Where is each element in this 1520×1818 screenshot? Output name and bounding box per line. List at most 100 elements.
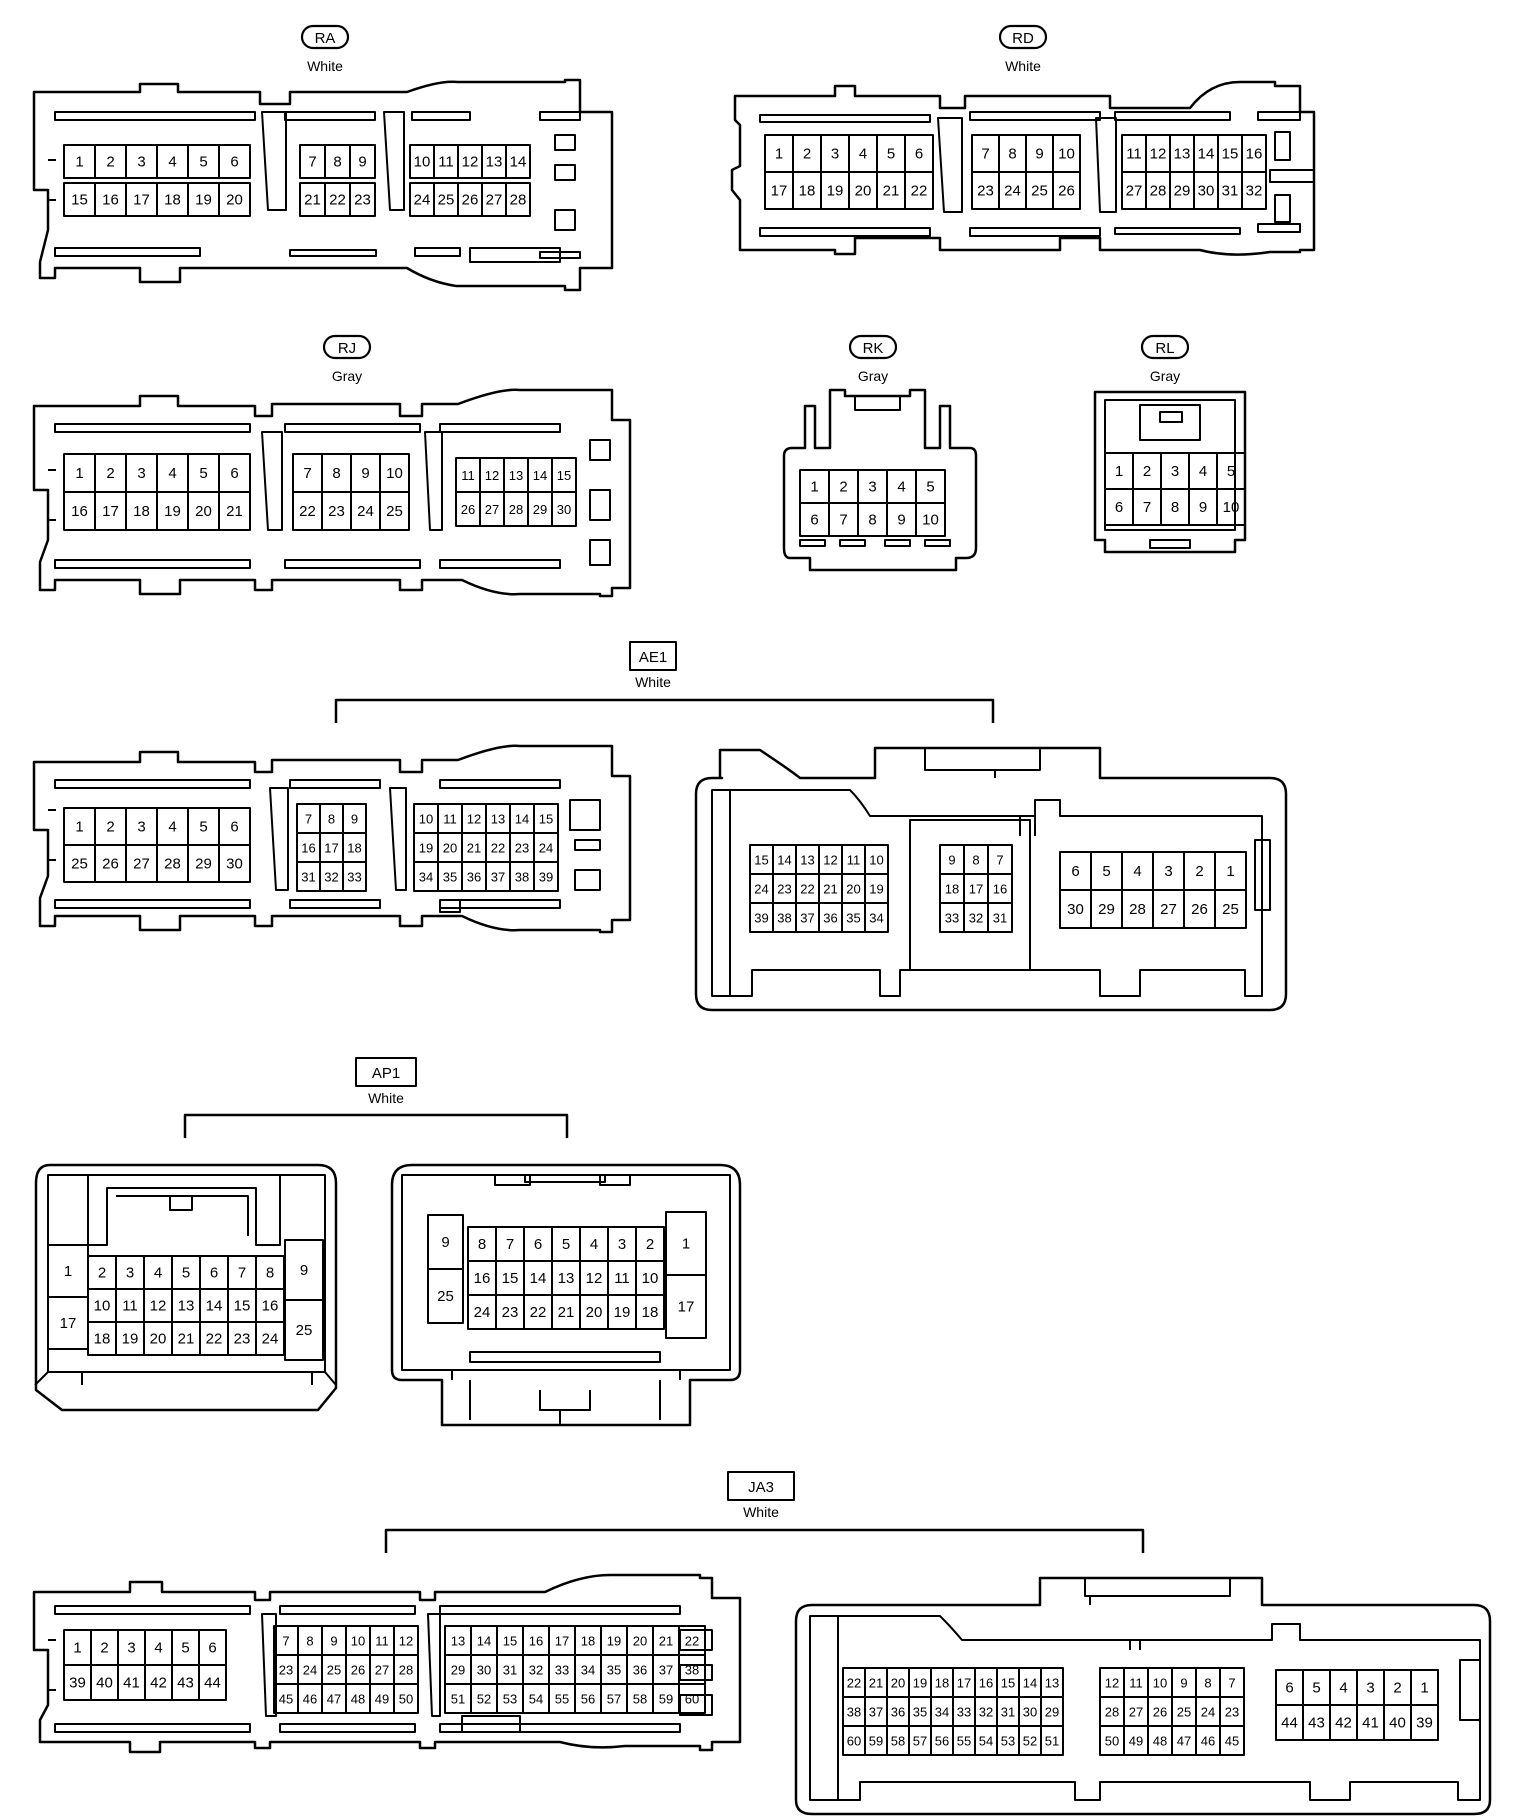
- pin-cell: 22: [199, 1321, 229, 1356]
- pin-cell: 26: [1183, 889, 1216, 929]
- pin-cell: 2: [792, 134, 822, 173]
- pin-number: 35: [846, 911, 860, 926]
- pin-cell: 21: [551, 1294, 581, 1330]
- pin-cell: 2: [94, 144, 127, 179]
- pin-number: 19: [827, 183, 844, 200]
- pin-cell: 26: [1147, 1696, 1173, 1727]
- pin-number: 14: [530, 1270, 547, 1287]
- pin-number: 12: [399, 1634, 413, 1649]
- pin-cell: 4: [848, 134, 878, 173]
- pin-cell: 58: [886, 1725, 910, 1756]
- pin-number: 4: [154, 1640, 162, 1657]
- pin-number: 23: [515, 841, 529, 856]
- pin-number: 21: [304, 192, 321, 209]
- pin-cell: 18: [574, 1625, 602, 1656]
- pin-cell: 20: [626, 1625, 654, 1656]
- pin-number: 29: [1045, 1705, 1059, 1720]
- pin-number: 26: [1058, 183, 1075, 200]
- pin-cell: 2: [94, 453, 127, 493]
- pin-cell: 23: [1219, 1696, 1245, 1727]
- pin-number: 13: [800, 853, 814, 868]
- pin-number: 20: [633, 1634, 647, 1649]
- pin-cell: 43: [1302, 1704, 1331, 1741]
- pin-number: 14: [1023, 1676, 1037, 1691]
- pin-number: 12: [462, 154, 479, 171]
- pin-number: 8: [868, 512, 876, 529]
- pin-number: 48: [351, 1692, 365, 1707]
- pin-cell: 20: [143, 1321, 173, 1356]
- pin-number: 7: [1228, 1676, 1235, 1691]
- pin-number: 23: [502, 1304, 519, 1321]
- pin-number: 21: [558, 1304, 575, 1321]
- pin-number: 6: [1071, 863, 1079, 880]
- pin-cell: 16: [522, 1625, 550, 1656]
- pin-box: [349, 144, 376, 179]
- connector-tag-rd: [998, 24, 1048, 50]
- pin-number: 12: [1105, 1676, 1119, 1691]
- pin-cell: 36: [626, 1654, 654, 1685]
- pin-cell: 7: [299, 144, 326, 179]
- pin-number: 21: [467, 841, 481, 856]
- pin-number: 5: [1312, 1680, 1320, 1697]
- pin-number: 60: [847, 1734, 861, 1749]
- pin-number: 3: [137, 819, 145, 836]
- pin-cell: 37: [652, 1654, 680, 1685]
- pin-cell: 6: [523, 1226, 553, 1262]
- pin-cell: 3: [125, 144, 158, 179]
- pin-cell: 11: [455, 457, 481, 493]
- pin-cell: 28: [505, 182, 531, 217]
- pin-number: 10: [94, 1298, 111, 1315]
- pin-box: [198, 1664, 227, 1701]
- pin-box: [665, 1274, 707, 1339]
- pin-number: 2: [106, 154, 114, 171]
- pin-number: 4: [590, 1236, 598, 1253]
- pin-cell: 12: [479, 457, 505, 493]
- pin-cell: 8: [319, 803, 344, 834]
- pin-cell: 56: [930, 1725, 954, 1756]
- pin-cell: 9: [349, 144, 376, 179]
- pin-cell: 13: [444, 1625, 472, 1656]
- pin-number: 8: [266, 1265, 274, 1282]
- pin-cell: 16: [94, 182, 127, 217]
- pin-cell: 7: [971, 134, 1000, 173]
- pin-number: 39: [539, 870, 553, 885]
- pin-number: 9: [1035, 146, 1043, 163]
- pin-number: 8: [306, 1634, 313, 1649]
- pin-cell: 5: [171, 1629, 200, 1666]
- pin-cell: 3: [607, 1226, 637, 1262]
- pin-cell: 20: [187, 491, 220, 531]
- pin-cell: 50: [393, 1683, 419, 1714]
- ae1-left-housing: [32, 744, 632, 934]
- pin-number: 16: [993, 882, 1007, 897]
- pin-cell: 17: [94, 491, 127, 531]
- pin-cell: 56: [574, 1683, 602, 1714]
- pin-box: [218, 144, 251, 179]
- connector-id-rl: RL: [1155, 340, 1174, 357]
- pin-number: 28: [509, 502, 523, 517]
- pin-number: 19: [607, 1634, 621, 1649]
- pin-cell: 12: [818, 844, 843, 875]
- pin-number: 14: [206, 1298, 223, 1315]
- pin-cell: 1: [764, 134, 794, 173]
- pin-number: 22: [206, 1331, 223, 1348]
- rj-housing: [32, 388, 632, 598]
- pin-cell: 21: [864, 1667, 888, 1698]
- pin-number: 15: [503, 1634, 517, 1649]
- pin-number: 10: [386, 465, 403, 482]
- pin-cell: 31: [987, 902, 1013, 933]
- pin-cell: 3: [125, 453, 158, 493]
- connector-tag-ra: [300, 24, 350, 50]
- pin-box: [1214, 889, 1247, 929]
- pin-number: 23: [354, 192, 371, 209]
- pin-number: 34: [869, 911, 883, 926]
- pin-cell: 34: [864, 902, 889, 933]
- pin-cell: 8: [297, 1625, 323, 1656]
- pin-cell: 6: [1059, 851, 1092, 891]
- pin-number: 17: [133, 192, 150, 209]
- pin-cell: 2: [828, 469, 859, 504]
- pin-cell: 24: [467, 1294, 497, 1330]
- pin-number: 19: [913, 1676, 927, 1691]
- pin-number: 35: [607, 1663, 621, 1678]
- pin-number: 1: [1420, 1680, 1428, 1697]
- pin-cell: 15: [1217, 134, 1243, 173]
